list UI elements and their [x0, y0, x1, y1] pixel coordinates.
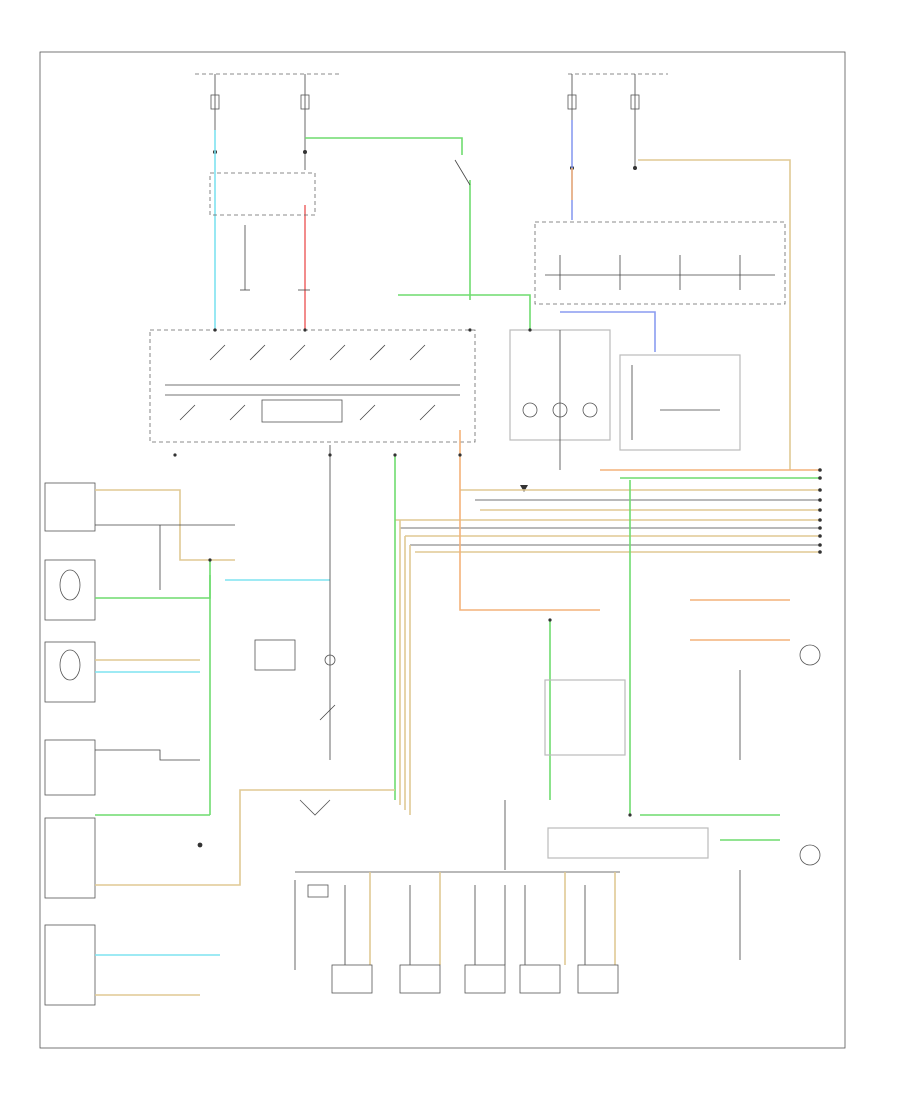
wire-green-top: [305, 137, 463, 155]
top-fuse-section: [195, 73, 668, 170]
wire-tan-right: [638, 159, 791, 470]
wire-green-mid: [398, 294, 531, 330]
lamp-right-upper: [799, 644, 821, 666]
left-lamps: [44, 482, 96, 1006]
relay-box-right: [534, 221, 786, 305]
roof-marker-lamps: [295, 871, 620, 994]
multifunction-switch: [149, 329, 476, 443]
relay-box-left: [209, 172, 316, 216]
center-lower-module: [544, 679, 626, 756]
wire-blue-mid: [560, 311, 656, 352]
right-relay-box: [619, 354, 741, 451]
lamp-right-lower: [799, 844, 821, 866]
diagram-frame: [39, 51, 846, 1049]
